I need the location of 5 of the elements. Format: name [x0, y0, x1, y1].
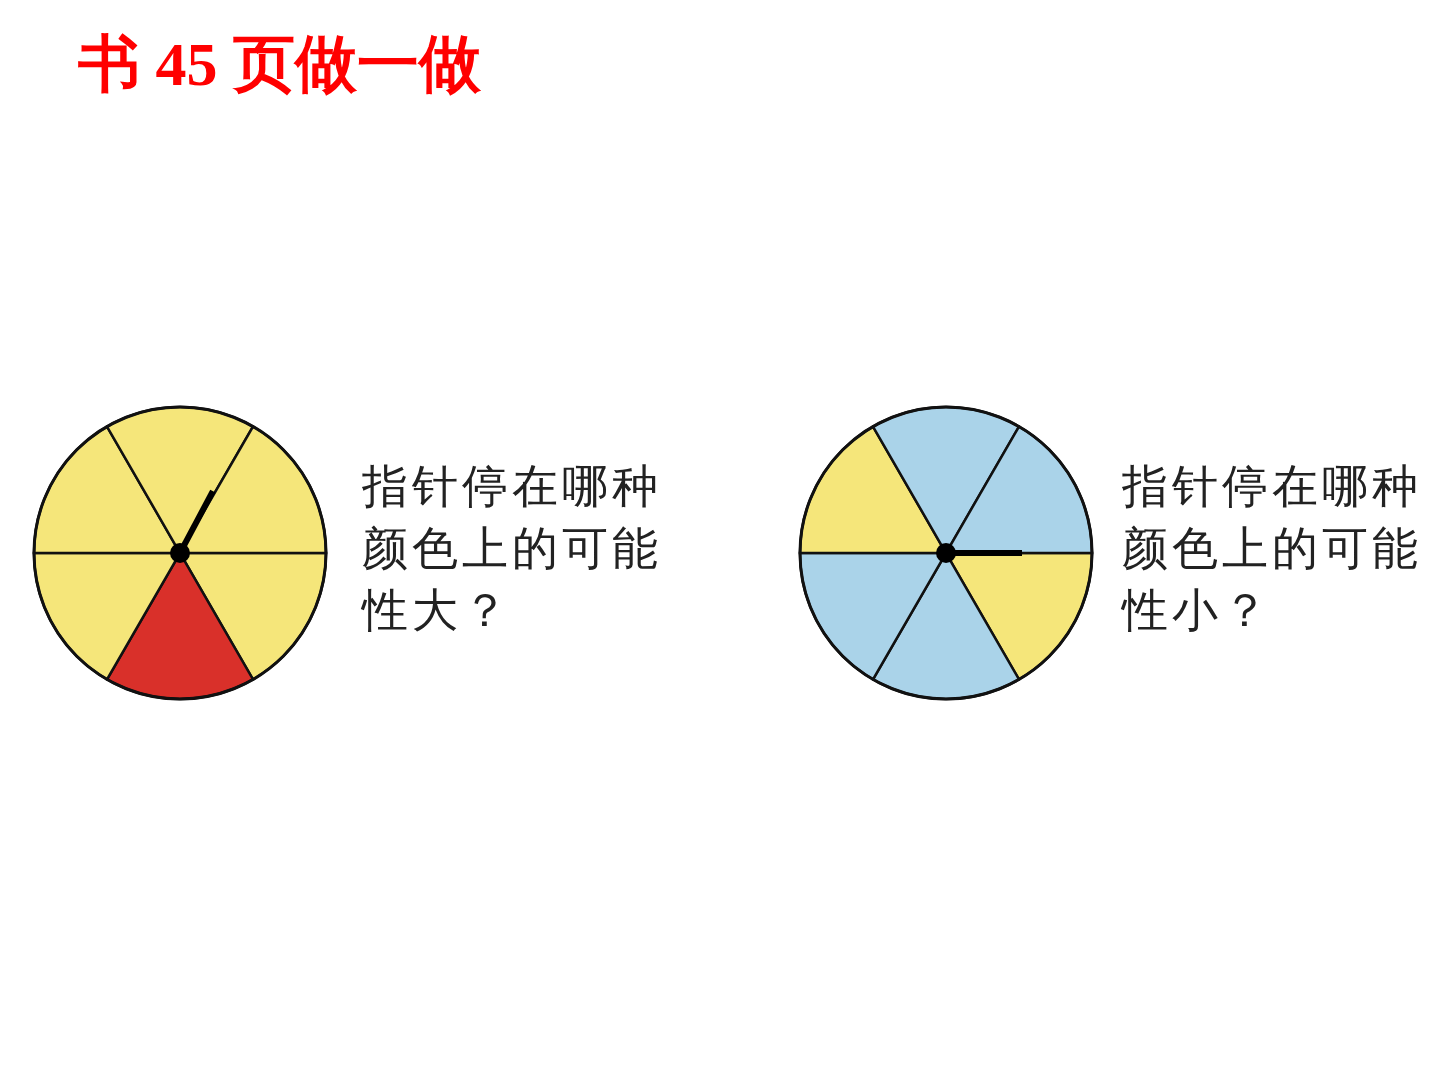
- title: 书 45 页做一做: [78, 29, 482, 100]
- question-text: 指针停在哪种颜色上的可能性大？: [362, 458, 662, 639]
- spinner-drawing: [796, 403, 1096, 703]
- question-text: 指针停在哪种颜色上的可能性小？: [1122, 458, 1422, 639]
- spinner-drawing: [30, 403, 330, 703]
